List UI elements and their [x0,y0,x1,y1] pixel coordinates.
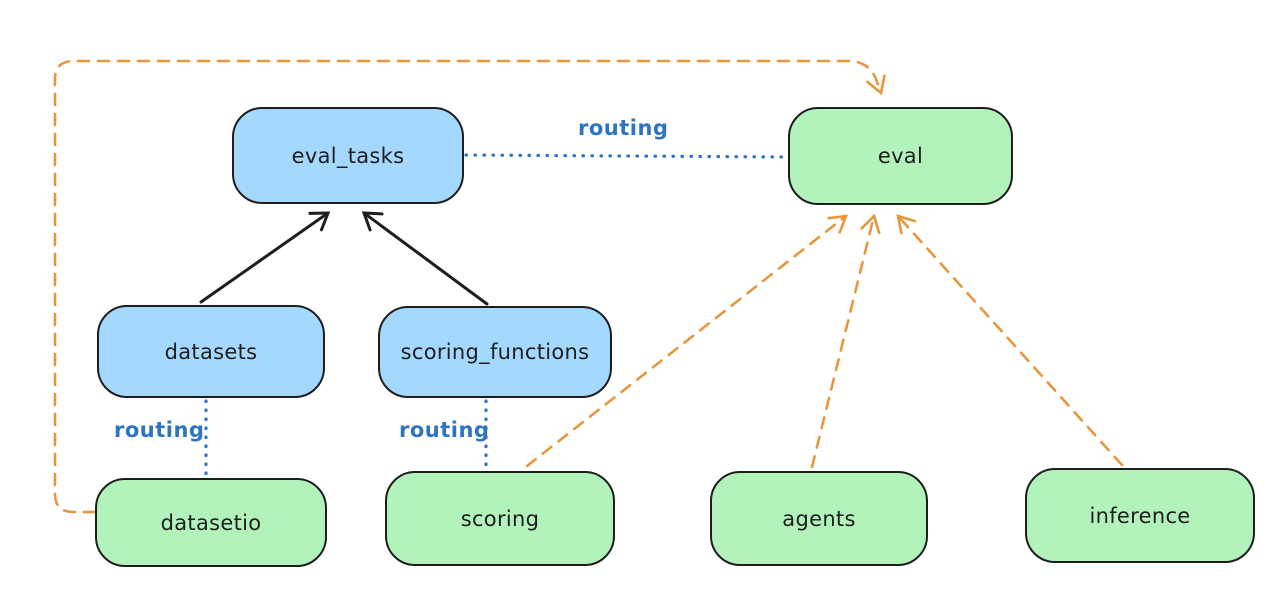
edge-label-routing-eval: routing [578,116,669,140]
node-scoring: scoring [385,471,615,566]
edge-datasetio-to-eval [53,59,886,514]
node-inference: inference [1025,468,1255,563]
node-scoring-functions-label: scoring_functions [400,340,590,364]
edge-eval-tasks-to-eval-routing [464,153,788,159]
edge-scoring-functions-to-eval-tasks [361,211,489,306]
node-scoring-functions: scoring_functions [378,306,612,398]
edge-label-routing-scoring: routing [399,418,490,442]
node-eval-tasks: eval_tasks [232,107,464,204]
node-agents: agents [710,471,928,566]
node-datasetio: datasetio [95,478,327,567]
node-eval-tasks-label: eval_tasks [291,143,405,168]
node-datasets-label: datasets [164,339,258,364]
node-inference-label: inference [1089,503,1191,528]
node-eval: eval [788,107,1013,205]
node-eval-label: eval [877,144,924,168]
node-scoring-label: scoring [460,506,540,531]
edge-datasets-to-eval-tasks [199,211,331,304]
edge-scoring-to-eval [525,214,848,468]
edge-agents-to-eval [810,213,881,469]
edge-inference-to-eval [896,214,1124,467]
edge-label-routing-datasetio: routing [114,418,205,442]
node-agents-label: agents [782,506,856,531]
node-datasetio-label: datasetio [160,510,262,535]
node-datasets: datasets [97,305,325,398]
